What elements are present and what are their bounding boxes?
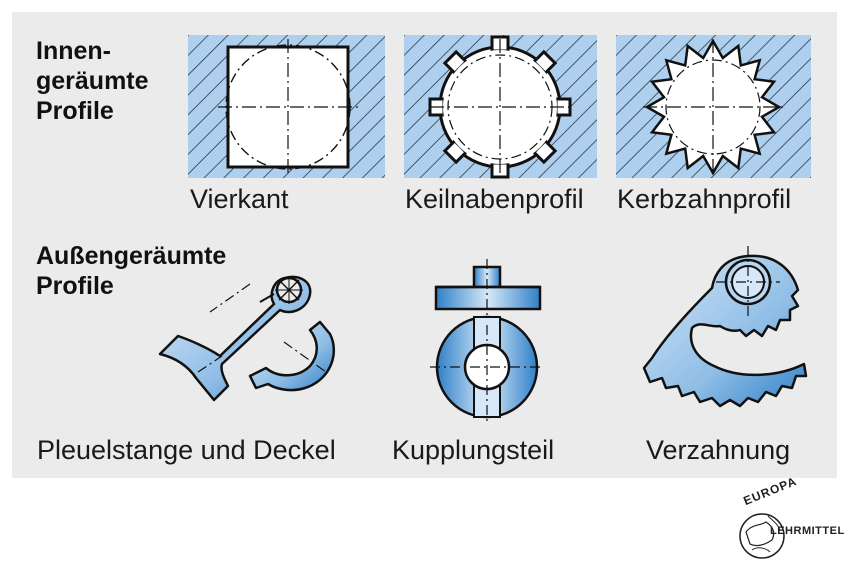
heading-outer-profiles: Außengeräumte Profile (36, 242, 227, 300)
verzahnung-drawing (642, 246, 808, 408)
kerbzahnprofil-drawing (616, 35, 811, 178)
logo-text-lehrmittel: LEHRMITTEL (770, 525, 845, 537)
label-vierkant: Vierkant (190, 184, 289, 214)
label-kerbzahnprofil: Kerbzahnprofil (617, 184, 792, 214)
label-pleuelstange-und-deckel: Pleuelstange und Deckel (37, 435, 336, 465)
label-kupplungsteil: Kupplungsteil (392, 435, 555, 465)
label-keilnabenprofil: Keilnabenprofil (405, 184, 584, 214)
label-verzahnung: Verzahnung (646, 435, 791, 465)
vierkant-profile-drawing (188, 35, 385, 178)
heading-inner-profiles: Innen- geräumte Profile (36, 37, 149, 125)
kupplungsteil-drawing (430, 259, 544, 423)
europa-lehrmittel-logo (739, 513, 785, 559)
pleuelstange-drawing (158, 275, 336, 402)
keilnabenprofil-drawing (404, 35, 597, 179)
